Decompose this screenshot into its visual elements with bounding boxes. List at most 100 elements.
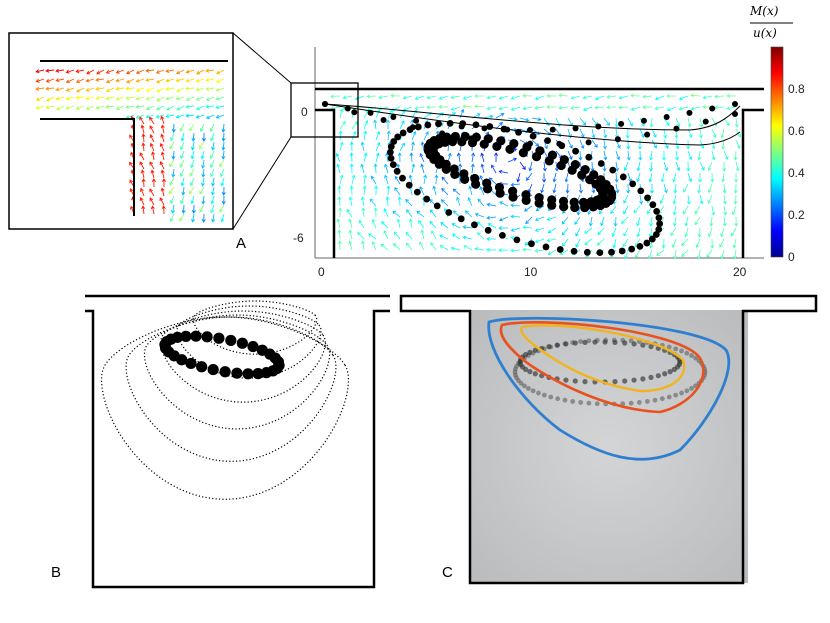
x-tick-0: 0 — [318, 265, 325, 279]
velocity-arrow — [160, 133, 165, 143]
velocity-arrow — [702, 95, 713, 100]
particle — [449, 164, 459, 174]
velocity-arrow — [375, 108, 381, 119]
velocity-arrow — [375, 152, 380, 163]
velocity-arrow — [507, 117, 518, 121]
velocity-arrow — [189, 186, 195, 195]
velocity-arrow — [411, 130, 417, 141]
particle — [180, 330, 192, 342]
velocity-arrow — [498, 95, 509, 100]
velocity-arrow — [735, 139, 741, 149]
particle — [702, 118, 709, 125]
velocity-arrow — [189, 123, 195, 132]
velocity-arrow — [145, 105, 155, 111]
particle — [637, 187, 645, 195]
velocity-arrow — [438, 95, 449, 100]
velocity-arrow — [378, 95, 389, 100]
velocity-arrow — [85, 96, 95, 101]
particle — [663, 114, 670, 120]
velocity-arrow — [180, 150, 185, 160]
velocity-arrow — [392, 210, 401, 218]
velocity-arrow — [606, 105, 617, 110]
velocity-arrow — [135, 114, 145, 119]
velocity-arrow — [385, 152, 390, 163]
velocity-arrow — [531, 139, 540, 147]
velocity-arrow — [630, 106, 641, 111]
velocity-arrow — [189, 168, 195, 177]
particle-streak — [582, 379, 588, 385]
velocity-arrow — [623, 205, 629, 215]
particle — [471, 221, 478, 229]
velocity-arrow — [597, 227, 605, 236]
velocity-arrow — [570, 95, 581, 100]
velocity-arrow — [666, 94, 677, 99]
particle-streak — [555, 396, 561, 402]
velocity-arrow — [375, 141, 381, 152]
velocity-arrow — [366, 94, 377, 99]
velocity-arrow — [498, 216, 509, 222]
velocity-arrow — [45, 68, 55, 73]
velocity-arrow — [125, 86, 135, 91]
velocity-arrow — [430, 242, 437, 251]
particle-streak — [586, 400, 592, 406]
velocity-arrow — [654, 95, 665, 101]
velocity-arrow — [578, 183, 583, 194]
velocity-arrow — [610, 205, 617, 215]
velocity-arrow — [195, 114, 205, 119]
velocity-arrow — [714, 105, 725, 110]
particle — [609, 166, 617, 174]
velocity-arrow — [363, 119, 369, 130]
panel-label-a: A — [236, 235, 246, 252]
velocity-arrow — [76, 87, 85, 93]
velocity-arrow — [149, 142, 155, 152]
velocity-arrow — [373, 119, 378, 130]
velocity-arrow — [694, 205, 701, 215]
velocity-arrow — [697, 183, 702, 194]
particle-streak — [546, 343, 552, 350]
particle — [413, 188, 421, 196]
particle — [513, 236, 521, 244]
velocity-arrow — [363, 109, 369, 119]
colorbar-denominator: u(x) — [753, 26, 777, 40]
particle — [472, 121, 480, 129]
velocity-arrow — [215, 114, 225, 119]
velocity-arrow — [209, 159, 215, 169]
zoom-connector-top — [232, 32, 292, 84]
velocity-arrow — [211, 141, 216, 151]
velocity-arrow — [191, 213, 196, 223]
velocity-arrow — [534, 238, 545, 243]
velocity-arrow — [409, 152, 414, 163]
particle — [445, 209, 453, 216]
particle-streak — [530, 388, 536, 394]
particle-streak — [563, 377, 569, 383]
panel-b-cavity-walls — [85, 309, 390, 589]
velocity-arrow — [623, 194, 629, 204]
velocity-arrow — [623, 227, 629, 237]
particle-streak — [527, 349, 533, 355]
velocity-arrow — [579, 139, 585, 150]
velocity-arrow — [165, 78, 175, 83]
velocity-arrow — [149, 161, 155, 170]
velocity-arrow — [149, 188, 155, 197]
inset-zoom-box — [8, 32, 234, 230]
particle — [394, 133, 402, 141]
velocity-arrow — [385, 119, 390, 129]
streamline — [176, 305, 322, 379]
particle-streak — [541, 392, 547, 398]
velocity-arrow — [180, 177, 185, 187]
velocity-arrow — [393, 231, 401, 240]
velocity-arrow — [440, 199, 449, 207]
velocity-arrow — [528, 161, 533, 172]
velocity-arrow — [221, 132, 226, 142]
velocity-arrow — [405, 242, 413, 251]
velocity-arrow — [471, 152, 476, 163]
velocity-arrow — [535, 205, 545, 211]
velocity-arrow — [160, 169, 165, 179]
velocity-arrow — [602, 139, 607, 150]
particle-streak — [612, 379, 618, 385]
velocity-arrow — [175, 69, 185, 75]
velocity-arrow — [510, 106, 521, 111]
particle-streak — [532, 347, 538, 353]
velocity-arrow — [499, 201, 509, 207]
